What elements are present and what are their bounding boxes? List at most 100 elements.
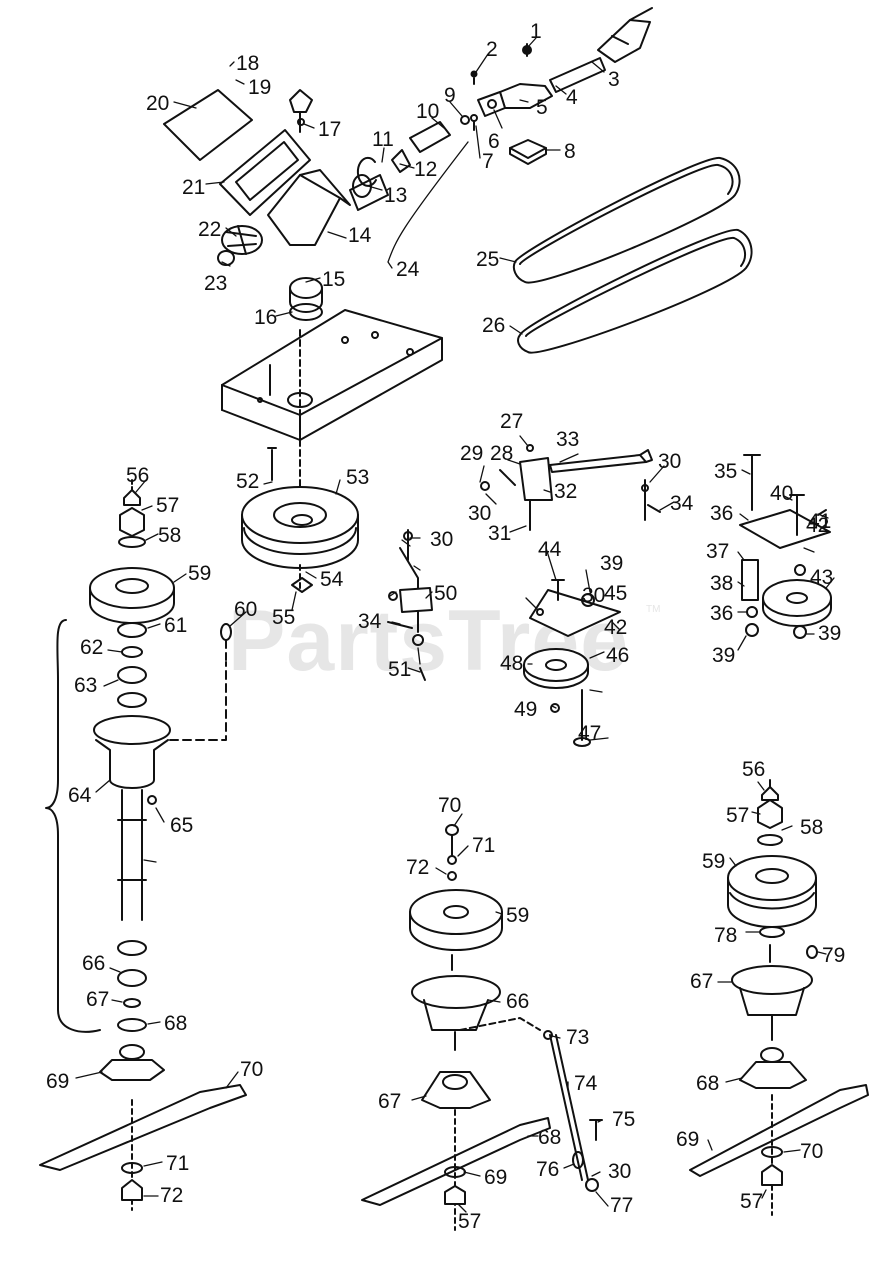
callout-3: 3: [608, 68, 620, 91]
callout-33: 33: [556, 428, 579, 451]
callout-59: 59: [702, 850, 725, 873]
callout-11: 11: [372, 128, 394, 151]
callout-52: 52: [236, 470, 259, 493]
callout-64: 64: [68, 784, 92, 807]
drive-shaft-assembly: [470, 7, 653, 165]
callout-30: 30: [658, 450, 681, 473]
callout-69: 69: [484, 1166, 507, 1189]
callout-30: 30: [608, 1160, 631, 1183]
callout-39: 39: [712, 644, 735, 667]
callout-61: 61: [164, 614, 187, 637]
callout-58: 58: [158, 524, 181, 547]
callout-35: 35: [714, 460, 737, 483]
callout-72: 72: [160, 1184, 183, 1207]
callout-68: 68: [696, 1072, 719, 1095]
callout-15: 15: [322, 268, 345, 291]
callout-67: 67: [86, 988, 109, 1011]
belt-25: [512, 156, 741, 284]
callout-24: 24: [396, 258, 420, 281]
callout-19: 19: [248, 76, 271, 99]
callout-67: 67: [378, 1090, 401, 1113]
callout-32: 32: [554, 480, 577, 503]
middle-spindle-assembly: [361, 824, 603, 1231]
callout-71: 71: [166, 1152, 189, 1175]
callout-42: 42: [806, 514, 829, 537]
callout-62: 62: [80, 636, 103, 659]
callout-30: 30: [468, 502, 491, 525]
callout-17: 17: [318, 118, 341, 141]
callout-46: 46: [606, 644, 629, 667]
callout-5: 5: [536, 96, 548, 119]
callout-68: 68: [164, 1012, 187, 1035]
callout-56: 56: [742, 758, 765, 781]
watermark-trademark: TM: [646, 604, 660, 615]
callout-4: 4: [566, 86, 578, 109]
callout-43: 43: [810, 566, 833, 589]
callout-48: 48: [500, 652, 523, 675]
callout-72: 72: [406, 856, 429, 879]
callout-12: 12: [414, 158, 437, 181]
callout-18: 18: [236, 52, 259, 75]
callout-47: 47: [578, 722, 601, 745]
callout-39: 39: [818, 622, 841, 645]
callout-37: 37: [706, 540, 729, 563]
callout-65: 65: [170, 814, 193, 837]
callout-66: 66: [506, 990, 529, 1013]
callout-56: 56: [126, 464, 149, 487]
leader-lines: [75, 37, 835, 1213]
callout-20: 20: [146, 92, 169, 115]
callout-57: 57: [458, 1210, 481, 1233]
callout-50: 50: [434, 582, 457, 605]
callout-69: 69: [46, 1070, 69, 1093]
callout-42: 42: [604, 616, 627, 639]
callout-73: 73: [566, 1026, 589, 1049]
callout-22: 22: [198, 218, 221, 241]
callout-36: 36: [710, 502, 733, 525]
main-pulley-53: [241, 447, 359, 593]
callout-44: 44: [538, 538, 562, 561]
callout-41: 41: [808, 510, 831, 533]
callout-2: 2: [486, 38, 498, 61]
callout-30: 30: [582, 584, 605, 607]
callout-58: 58: [800, 816, 823, 839]
callout-14: 14: [348, 224, 372, 247]
right-spindle-assembly: [689, 779, 869, 1216]
callout-59: 59: [188, 562, 211, 585]
callout-70: 70: [438, 794, 461, 817]
callout-60: 60: [234, 598, 257, 621]
gearbox-assembly: [163, 89, 470, 321]
callout-79: 79: [822, 944, 845, 967]
idler-pulley-43: [739, 454, 832, 639]
callout-55: 55: [272, 606, 295, 629]
callout-36: 36: [710, 602, 733, 625]
callout-71: 71: [472, 834, 495, 857]
idler-pulley-48: [523, 579, 621, 747]
callout-57: 57: [726, 804, 749, 827]
callout-27: 27: [500, 410, 523, 433]
callout-51: 51: [388, 658, 411, 681]
callout-68: 68: [538, 1126, 561, 1149]
callout-40: 40: [770, 482, 793, 505]
callout-10: 10: [416, 100, 439, 123]
callout-76: 76: [536, 1158, 559, 1181]
callout-49: 49: [514, 698, 537, 721]
callout-57: 57: [156, 494, 179, 517]
callout-26: 26: [482, 314, 505, 337]
callout-45: 45: [604, 582, 627, 605]
callout-7: 7: [482, 150, 494, 173]
callout-30: 30: [430, 528, 453, 551]
callout-70: 70: [240, 1058, 263, 1081]
callout-23: 23: [204, 272, 227, 295]
callout-6: 6: [488, 130, 500, 153]
callout-34: 34: [358, 610, 382, 633]
callout-29: 29: [460, 442, 483, 465]
callout-34: 34: [670, 492, 694, 515]
callout-70: 70: [800, 1140, 823, 1163]
callout-25: 25: [476, 248, 499, 271]
callout-59: 59: [506, 904, 529, 927]
callout-63: 63: [74, 674, 97, 697]
belt-26: [517, 228, 753, 354]
